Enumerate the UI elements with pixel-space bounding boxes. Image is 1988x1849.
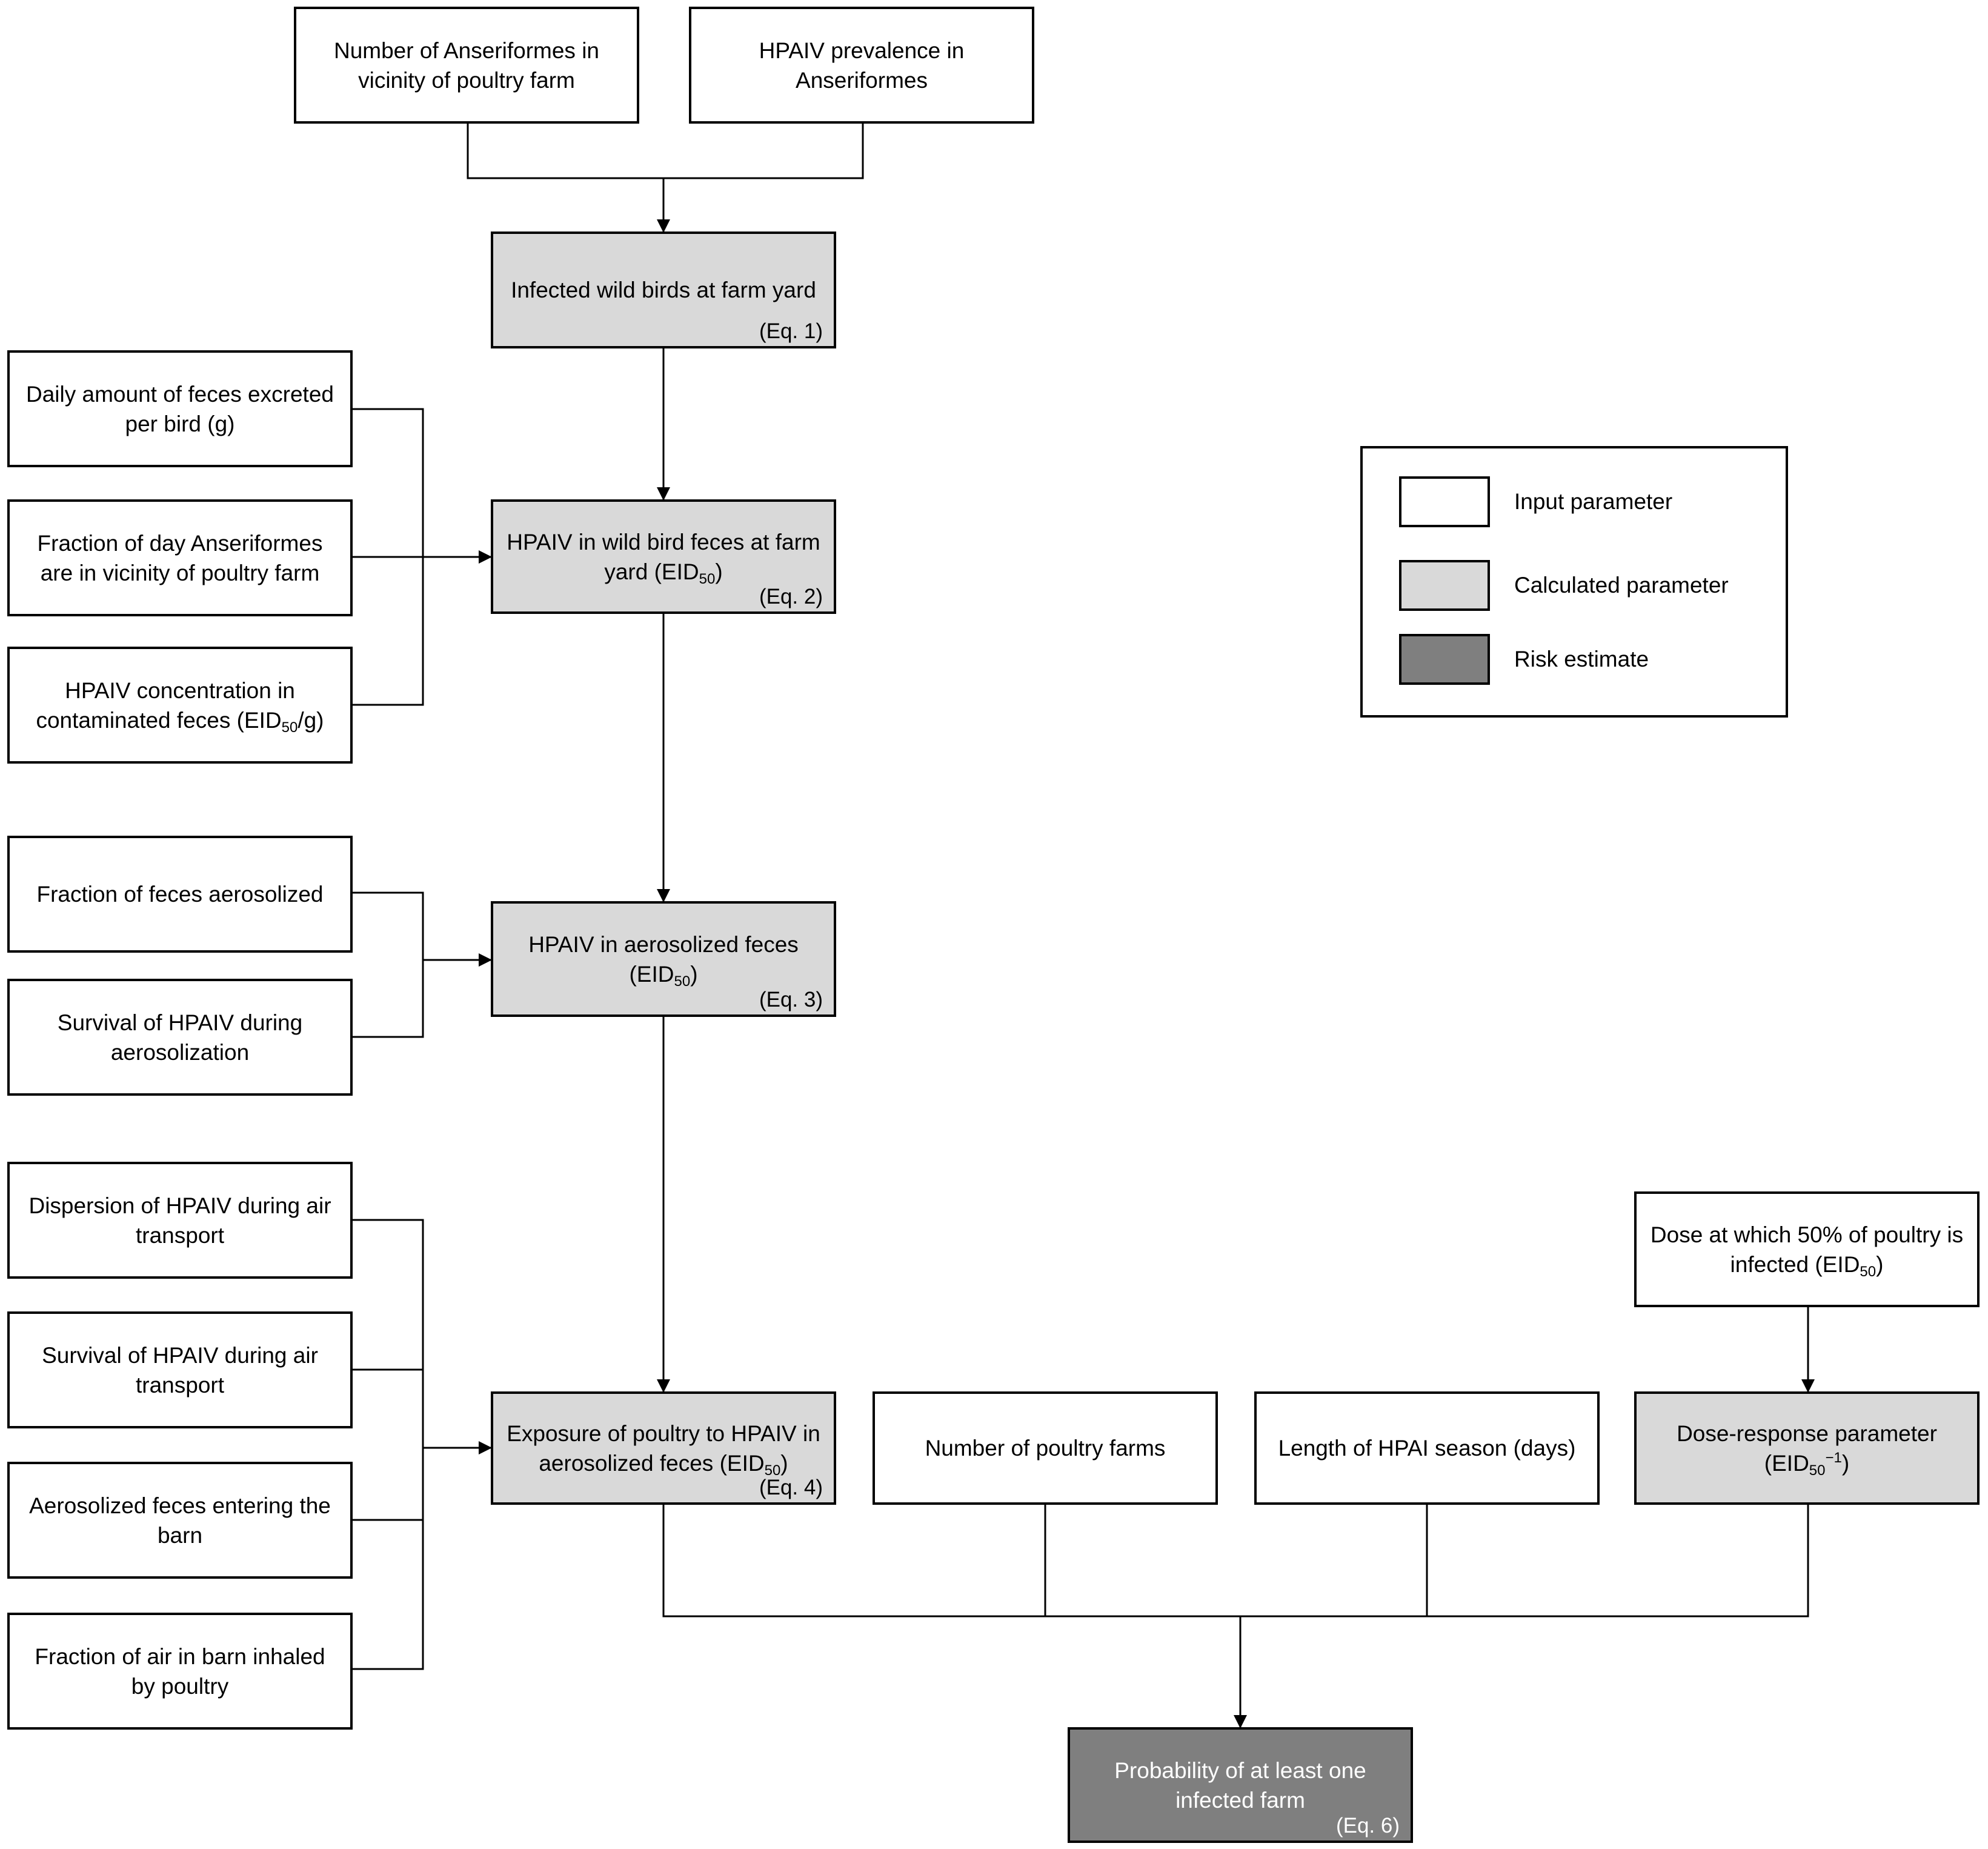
node-fraction-day-label: Fraction of day Anseriformes are in vici…	[37, 530, 323, 585]
node-hpaiv-feces-yard-label: HPAIV in wild bird feces at farm yard (E…	[507, 527, 820, 587]
node-dose-50-label: Dose at which 50% of poultry is infected…	[1650, 1220, 1964, 1279]
node-season-length: Length of HPAI season (days)	[1254, 1391, 1600, 1505]
legend-swatch-risk	[1399, 634, 1490, 685]
node-exposure-poultry-close: )	[780, 1450, 788, 1476]
node-dose-50-close: )	[1876, 1251, 1884, 1277]
node-survival-air: Survival of HPAIV during air transport	[7, 1311, 353, 1428]
node-hpaiv-concentration: HPAIV concentration in contaminated fece…	[7, 647, 353, 764]
node-dose-response-text: Dose-response parameter (EID	[1677, 1421, 1937, 1476]
legend-label-risk: Risk estimate	[1514, 647, 1649, 671]
node-anseriformes-number: Number of Anseriformes in vicinity of po…	[294, 7, 639, 124]
equation-ref-6: (Eq. 6)	[1335, 1814, 1400, 1837]
legend-label-input: Input parameter	[1514, 489, 1673, 514]
node-probability-infected: Probability of at least one infected far…	[1068, 1727, 1413, 1843]
node-hpaiv-concentration-unit: /g)	[298, 707, 324, 733]
node-probability-infected-label: Probability of at least one infected far…	[1114, 1757, 1366, 1813]
node-aerosol-entering-barn: Aerosolized feces entering the barn	[7, 1462, 353, 1579]
equation-ref-4: (Eq. 4)	[759, 1476, 823, 1499]
node-survival-aerosolization: Survival of HPAIV during aerosolization	[7, 979, 353, 1096]
node-hpaiv-aerosolized-close: )	[690, 961, 698, 987]
legend-swatch-input	[1399, 476, 1490, 527]
node-dose-50-text: Dose at which 50% of poultry is infected…	[1650, 1222, 1964, 1277]
node-survival-aerosolization-label: Survival of HPAIV during aerosolization	[57, 1010, 303, 1065]
node-hpaiv-feces-yard-text: HPAIV in wild bird feces at farm yard (E…	[507, 529, 820, 584]
connector-transport-inputs	[353, 1219, 424, 1670]
node-hpaiv-aerosolized: HPAIV in aerosolized feces (EID50) (Eq. …	[491, 901, 836, 1017]
node-survival-air-label: Survival of HPAIV during air transport	[42, 1342, 318, 1398]
node-dose-response: Dose-response parameter (EID50−1)	[1634, 1391, 1980, 1505]
node-hpaiv-prevalence-label: HPAIV prevalence in Anseriformes	[759, 38, 965, 93]
node-hpaiv-concentration-text: HPAIV concentration in contaminated fece…	[36, 678, 295, 733]
node-fraction-day: Fraction of day Anseriformes are in vici…	[7, 499, 353, 616]
subscript-50: 50	[764, 1462, 781, 1479]
node-anseriformes-number-label: Number of Anseriformes in vicinity of po…	[333, 38, 599, 93]
node-number-farms-label: Number of poultry farms	[925, 1436, 1166, 1461]
node-dispersion-air: Dispersion of HPAIV during air transport	[7, 1162, 353, 1279]
node-dispersion-air-label: Dispersion of HPAIV during air transport	[28, 1193, 331, 1248]
node-fraction-aerosolized-label: Fraction of feces aerosolized	[36, 882, 324, 907]
node-dose-50: Dose at which 50% of poultry is infected…	[1634, 1191, 1980, 1307]
node-dose-response-close: )	[1841, 1450, 1850, 1476]
node-hpaiv-feces-yard-close: )	[715, 559, 723, 584]
subscript-50: 50	[281, 719, 298, 736]
node-daily-feces: Daily amount of feces excreted per bird …	[7, 350, 353, 467]
node-infected-wild-birds: Infected wild birds at farm yard (Eq. 1)	[491, 232, 836, 348]
node-fraction-air-inhaled-label: Fraction of air in barn inhaled by poult…	[35, 1644, 325, 1699]
node-hpaiv-concentration-label: HPAIV concentration in contaminated fece…	[23, 676, 337, 735]
equation-ref-1: (Eq. 1)	[759, 319, 823, 343]
equation-ref-2: (Eq. 2)	[759, 585, 823, 608]
legend-label-calculated: Calculated parameter	[1514, 573, 1729, 598]
node-daily-feces-label: Daily amount of feces excreted per bird …	[26, 381, 334, 436]
node-hpaiv-prevalence: HPAIV prevalence in Anseriformes	[689, 7, 1034, 124]
node-exposure-poultry: Exposure of poultry to HPAIV in aerosoli…	[491, 1391, 836, 1505]
node-exposure-poultry-text: Exposure of poultry to HPAIV in aerosoli…	[507, 1421, 820, 1476]
node-hpaiv-aerosolized-text: HPAIV in aerosolized feces (EID	[528, 931, 799, 987]
subscript-50: 50	[1860, 1263, 1877, 1280]
equation-ref-3: (Eq. 3)	[759, 988, 823, 1011]
node-number-farms: Number of poultry farms	[873, 1391, 1218, 1505]
node-exposure-poultry-label: Exposure of poultry to HPAIV in aerosoli…	[507, 1419, 820, 1478]
legend: Input parameter Calculated parameter Ris…	[1360, 446, 1788, 718]
subscript-50: 50	[674, 973, 691, 990]
subscript-50: 50	[1809, 1462, 1826, 1479]
legend-swatch-calculated	[1399, 560, 1490, 611]
node-hpaiv-aerosolized-label: HPAIV in aerosolized feces (EID50)	[507, 930, 820, 989]
node-season-length-label: Length of HPAI season (days)	[1278, 1436, 1576, 1461]
node-aerosol-entering-barn-label: Aerosolized feces entering the barn	[29, 1493, 331, 1548]
superscript-minus-one: −1	[1825, 1449, 1842, 1466]
connector-bottom-row	[662, 1505, 1809, 1617]
connector-aerosol-inputs	[353, 891, 424, 1038]
node-fraction-aerosolized: Fraction of feces aerosolized	[7, 836, 353, 953]
connector-anseriformes-prevalence	[467, 124, 864, 179]
node-fraction-air-inhaled: Fraction of air in barn inhaled by poult…	[7, 1613, 353, 1730]
subscript-50: 50	[699, 570, 716, 587]
node-infected-wild-birds-label: Infected wild birds at farm yard	[511, 278, 816, 302]
node-hpaiv-feces-yard: HPAIV in wild bird feces at farm yard (E…	[491, 499, 836, 614]
node-dose-response-label: Dose-response parameter (EID50−1)	[1650, 1419, 1964, 1478]
